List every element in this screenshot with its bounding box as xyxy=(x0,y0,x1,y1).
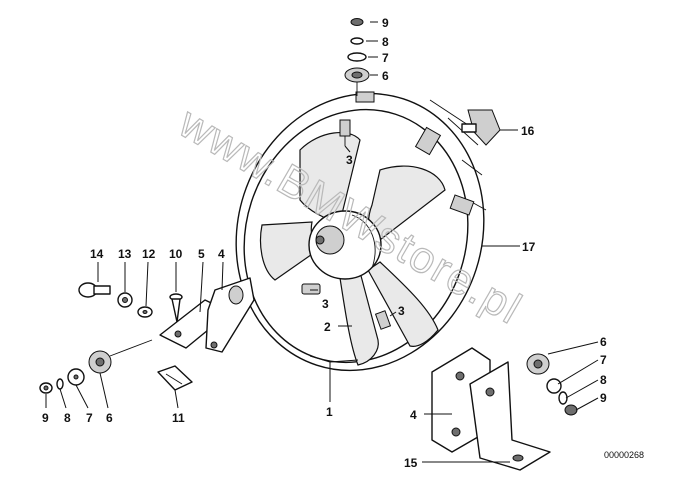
part-15-bracket xyxy=(469,361,551,471)
fan-blades xyxy=(259,132,446,366)
label-9-right: 9 xyxy=(600,391,607,405)
fan-screw-right xyxy=(374,310,392,330)
fan-screw-top xyxy=(339,119,351,146)
label-13: 13 xyxy=(118,247,132,261)
top-mount-stack xyxy=(344,18,370,96)
part-16-clip xyxy=(461,109,501,146)
label-12: 12 xyxy=(142,247,156,261)
callout-labels: 9 8 7 6 16 3 17 14 13 12 10 5 4 3 2 3 6 … xyxy=(42,16,607,470)
part-13-washer xyxy=(117,292,133,308)
part-11-clip-nut xyxy=(157,365,193,391)
label-8-left: 8 xyxy=(64,411,71,425)
label-3-top: 3 xyxy=(346,153,353,167)
label-14: 14 xyxy=(90,247,104,261)
label-10: 10 xyxy=(169,247,183,261)
label-8-right: 8 xyxy=(600,373,607,387)
part-10-screw xyxy=(169,293,183,323)
label-16: 16 xyxy=(521,124,535,138)
part-14-bolt xyxy=(78,282,111,298)
label-8-top: 8 xyxy=(382,35,389,49)
label-5: 5 xyxy=(198,247,205,261)
lower-left-mount-stack xyxy=(39,339,153,394)
label-9-left: 9 xyxy=(42,411,49,425)
part-12-washer xyxy=(137,306,153,318)
label-11: 11 xyxy=(172,411,185,425)
label-9-top: 9 xyxy=(382,16,389,30)
label-6-top: 6 xyxy=(382,69,389,83)
part-4-bracket-left xyxy=(205,277,255,353)
right-mount-stack xyxy=(526,353,578,416)
label-17: 17 xyxy=(522,240,536,254)
label-4-bottom: 4 xyxy=(410,408,417,422)
leader-lines xyxy=(45,21,599,463)
fan-screw-middle xyxy=(301,283,321,295)
label-3-right: 3 xyxy=(398,304,405,318)
label-7-top: 7 xyxy=(382,51,389,65)
label-15: 15 xyxy=(404,456,418,470)
label-7-right: 7 xyxy=(600,353,607,367)
label-7-left: 7 xyxy=(86,411,93,425)
label-2: 2 xyxy=(324,320,331,334)
label-4-left: 4 xyxy=(218,247,225,261)
label-6-left: 6 xyxy=(106,411,113,425)
diagram-code: 00000268 xyxy=(604,450,644,460)
label-3-middle: 3 xyxy=(322,297,329,311)
label-6-right: 6 xyxy=(600,335,607,349)
fan-motor xyxy=(308,210,382,280)
label-1: 1 xyxy=(326,405,333,419)
